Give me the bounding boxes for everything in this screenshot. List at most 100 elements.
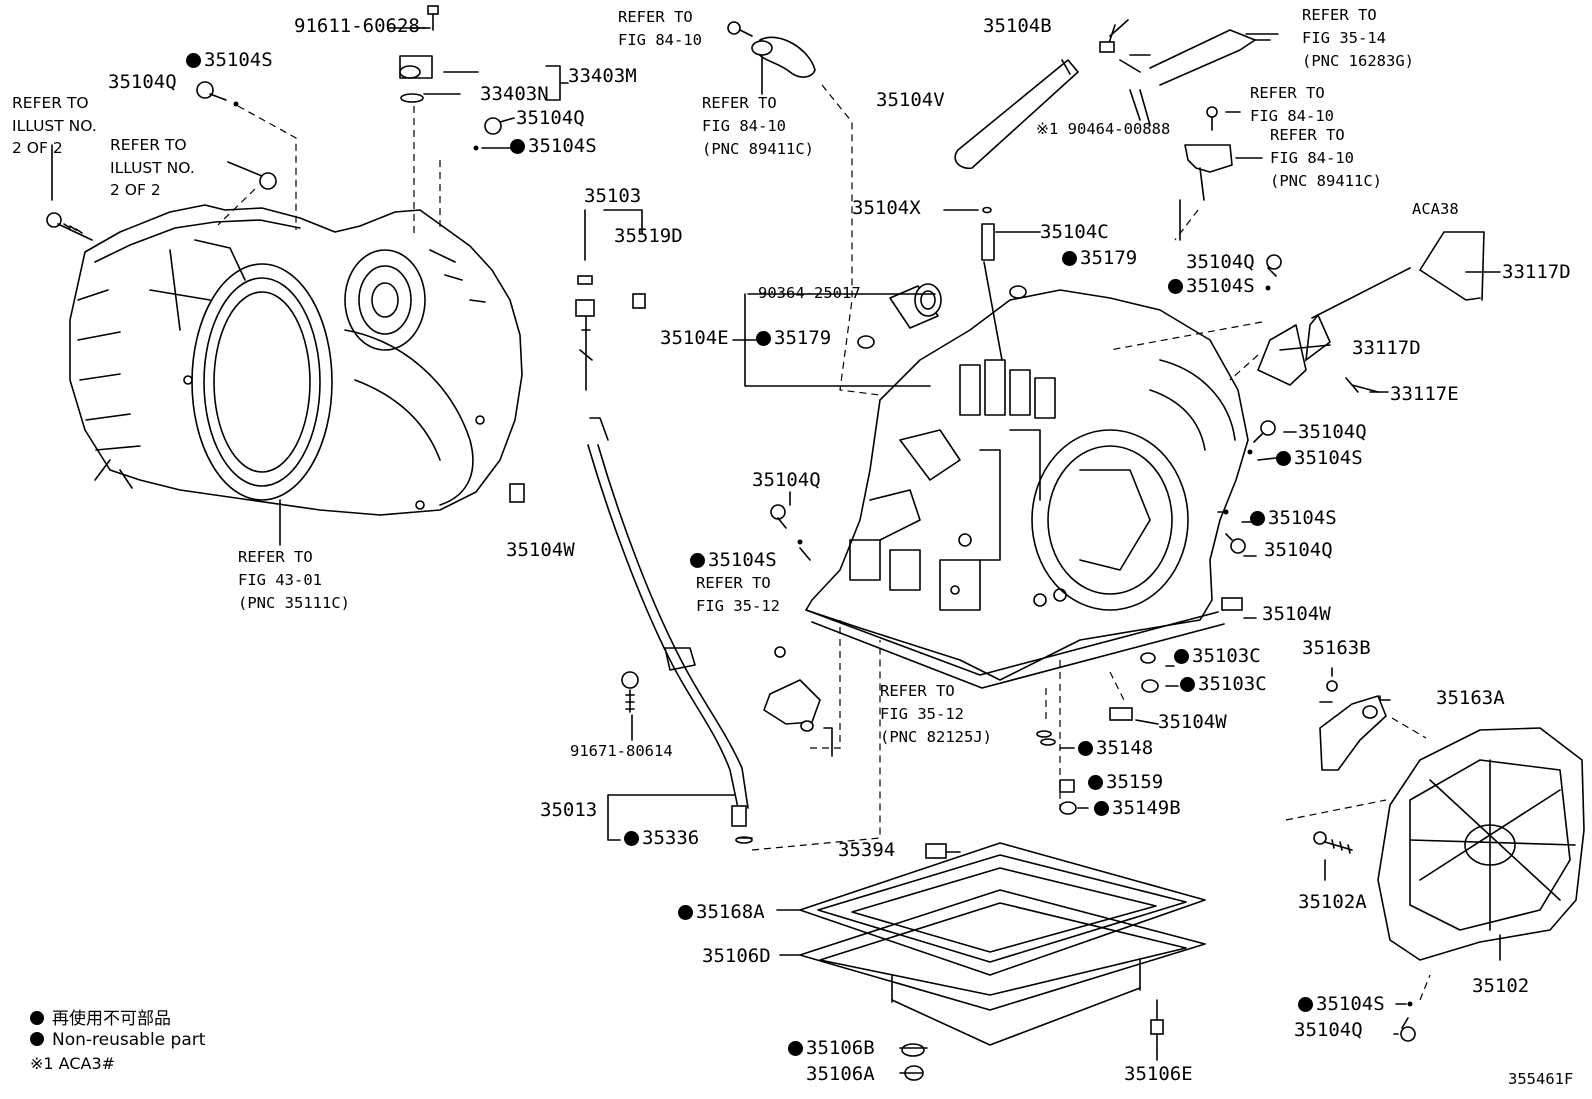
part-label-35104s: 35104S <box>1298 994 1385 1015</box>
speed-sensor-right <box>1174 106 1233 241</box>
part-label-35106e: 35106E <box>1124 1063 1193 1085</box>
part-label-35104s: 35104S <box>510 136 597 157</box>
part-label-35104e: 35104E <box>660 327 729 349</box>
refer-note: REFER TO FIG 43-01 (PNC 35111C) <box>238 548 350 612</box>
part-label-35106b: 35106B <box>788 1038 875 1059</box>
part-label-35104s: 35104S <box>690 550 777 571</box>
oil-pan <box>776 842 1206 1081</box>
case-fasteners <box>770 420 1276 815</box>
part-label-35104s: 35104S <box>186 50 273 71</box>
refer-note: REFER TO FIG 35-12 <box>696 574 780 615</box>
part-label-35148: 35148 <box>1078 738 1153 759</box>
non-reusable-icon <box>30 1032 44 1046</box>
part-label-33117d: 33117D <box>1502 261 1571 283</box>
part-label-35104q: 35104Q <box>1294 1019 1363 1041</box>
legend-line-2: Non-reusable part <box>30 1030 205 1050</box>
dipstick-group <box>575 209 881 851</box>
part-label-35103c: 35103C <box>1180 674 1267 695</box>
non-reusable-icon <box>624 831 639 846</box>
part-label-35104c: 35104C <box>1040 221 1109 243</box>
refer-note: REFER TO FIG 84-10 <box>1250 84 1334 125</box>
part-label-35104b: 35104B <box>983 15 1052 37</box>
part-label-35104q: 35104Q <box>516 107 585 129</box>
part-label-35104q: 35104Q <box>1264 539 1333 561</box>
part-label-35104q: 35104Q <box>1186 251 1255 273</box>
part-label-35104w: 35104W <box>1158 711 1227 733</box>
refer-note: REFER TO ILLUST NO. 2 OF 2 <box>12 94 97 157</box>
non-reusable-icon <box>1094 801 1109 816</box>
non-reusable-icon <box>690 553 705 568</box>
non-reusable-icon <box>1174 649 1189 664</box>
legend-line-3: ※1 ACA3# <box>30 1054 116 1073</box>
non-reusable-icon <box>788 1041 803 1056</box>
transaxle-housing <box>69 204 523 516</box>
part-label-35104q: 35104Q <box>108 71 177 93</box>
part-label-35104x: 35104X <box>852 197 921 219</box>
part-label-33403m: 33403M <box>568 65 637 87</box>
non-reusable-icon <box>1180 677 1195 692</box>
part-label-aca38: ACA38 <box>1412 200 1459 218</box>
refer-note: REFER TO FIG 84-10 (PNC 89411C) <box>1270 126 1382 190</box>
lower-sensor <box>763 620 841 757</box>
part-label-90364-25017: 90364-25017 <box>758 284 861 302</box>
part-label-35103: 35103 <box>584 185 642 207</box>
part-label-35106a: 35106A <box>806 1063 875 1085</box>
figure-id: 355461F <box>1508 1070 1574 1088</box>
refer-note: REFER TO FIG 84-10 (PNC 89411C) <box>702 94 814 158</box>
part-label-35104w: 35104W <box>506 539 575 561</box>
part-label-33117e: 33117E <box>1390 383 1459 405</box>
part-label-35104w: 35104W <box>1262 603 1331 625</box>
non-reusable-icon <box>1298 997 1313 1012</box>
part-label-35013: 35013 <box>540 799 598 821</box>
part-label-35104q: 35104Q <box>1298 421 1367 443</box>
non-reusable-icon <box>1276 451 1291 466</box>
part-label-35102: 35102 <box>1472 975 1530 997</box>
part-label-35104v: 35104V <box>876 89 945 111</box>
speed-sensor-top <box>727 21 881 396</box>
part-label-35163b: 35163B <box>1302 637 1371 659</box>
part-label-35179: 35179 <box>1062 248 1137 269</box>
non-reusable-icon <box>1168 279 1183 294</box>
part-label-35104s: 35104S <box>1168 276 1255 297</box>
part-label-35394: 35394 <box>838 839 896 861</box>
part-label-35149b: 35149B <box>1094 798 1181 819</box>
part-label-91671-80614: 91671-80614 <box>570 742 673 760</box>
non-reusable-icon <box>1062 251 1077 266</box>
part-label-35104s: 35104S <box>1250 508 1337 529</box>
bushing-90364 <box>732 283 1027 387</box>
non-reusable-icon <box>756 331 771 346</box>
refer-note: REFER TO ILLUST NO. 2 OF 2 <box>110 136 195 199</box>
non-reusable-icon <box>30 1011 44 1025</box>
non-reusable-icon <box>1250 511 1265 526</box>
part-label-35103c: 35103C <box>1174 646 1261 667</box>
part-label-35102a: 35102A <box>1298 891 1367 913</box>
right-bolts <box>1109 231 1485 393</box>
housing-bolts <box>46 81 297 241</box>
part-label-35519d: 35519D <box>614 225 683 247</box>
part-label-35163a: 35163A <box>1436 687 1505 709</box>
part-label-35104q: 35104Q <box>752 469 821 491</box>
non-reusable-icon <box>186 53 201 68</box>
part-label-35336: 35336 <box>624 828 699 849</box>
dowel-pin-icon <box>509 483 525 503</box>
part-label-35104s: 35104S <box>1276 448 1363 469</box>
refer-note: REFER TO FIG 35-12 (PNC 82125J) <box>880 682 992 746</box>
part-label-90464-00888: ※1 90464-00888 <box>1036 120 1171 138</box>
non-reusable-icon <box>1088 775 1103 790</box>
side-cover <box>1285 667 1585 1042</box>
part-label-33403n: 33403N <box>480 83 549 105</box>
bolt-91671 <box>621 671 639 741</box>
non-reusable-icon <box>678 905 693 920</box>
transmission-case <box>805 289 1249 689</box>
oil-tube <box>943 206 1041 361</box>
part-label-35168a: 35168A <box>678 902 765 923</box>
part-label-35179: 35179 <box>756 328 831 349</box>
refer-note: REFER TO FIG 35-14 (PNC 16283G) <box>1302 6 1414 70</box>
non-reusable-icon <box>510 139 525 154</box>
part-label-91611-60628: 91611-60628 <box>294 15 420 37</box>
non-reusable-icon <box>1078 741 1093 756</box>
part-label-35106d: 35106D <box>702 945 771 967</box>
legend-line-1: 再使用不可部品 <box>30 1004 171 1029</box>
